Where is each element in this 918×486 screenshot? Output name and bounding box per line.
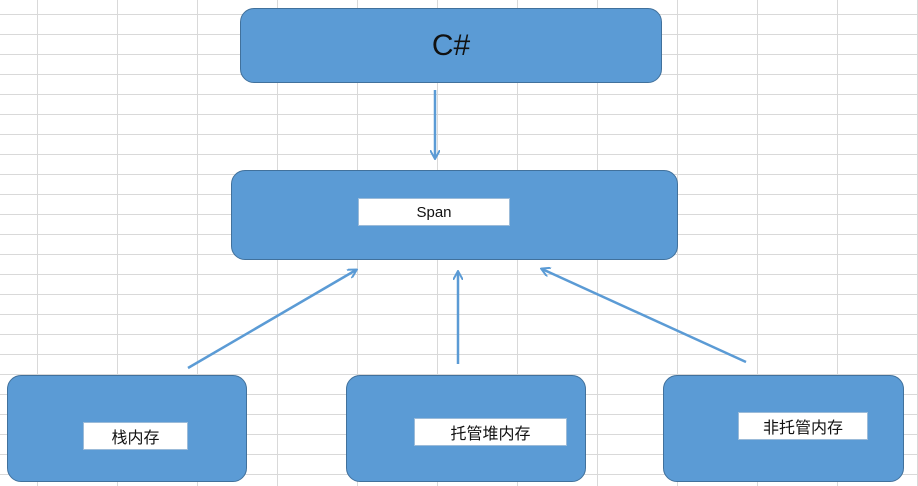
csharp-label: C#	[431, 28, 471, 62]
span-node: Span	[231, 170, 678, 260]
span-label: Span	[358, 198, 510, 226]
stack-memory-node: 栈内存	[7, 375, 247, 482]
managed-heap-node: 托管堆内存	[346, 375, 586, 482]
arrow-stack-to-span	[187, 270, 356, 370]
stack-memory-label: 栈内存	[83, 422, 188, 450]
csharp-node: C#	[240, 8, 662, 83]
unmanaged-memory-label: 非托管内存	[738, 412, 868, 440]
arrow-unmanaged-to-span	[542, 269, 747, 364]
unmanaged-memory-node: 非托管内存	[663, 375, 904, 482]
managed-heap-label: 托管堆内存	[414, 418, 567, 446]
